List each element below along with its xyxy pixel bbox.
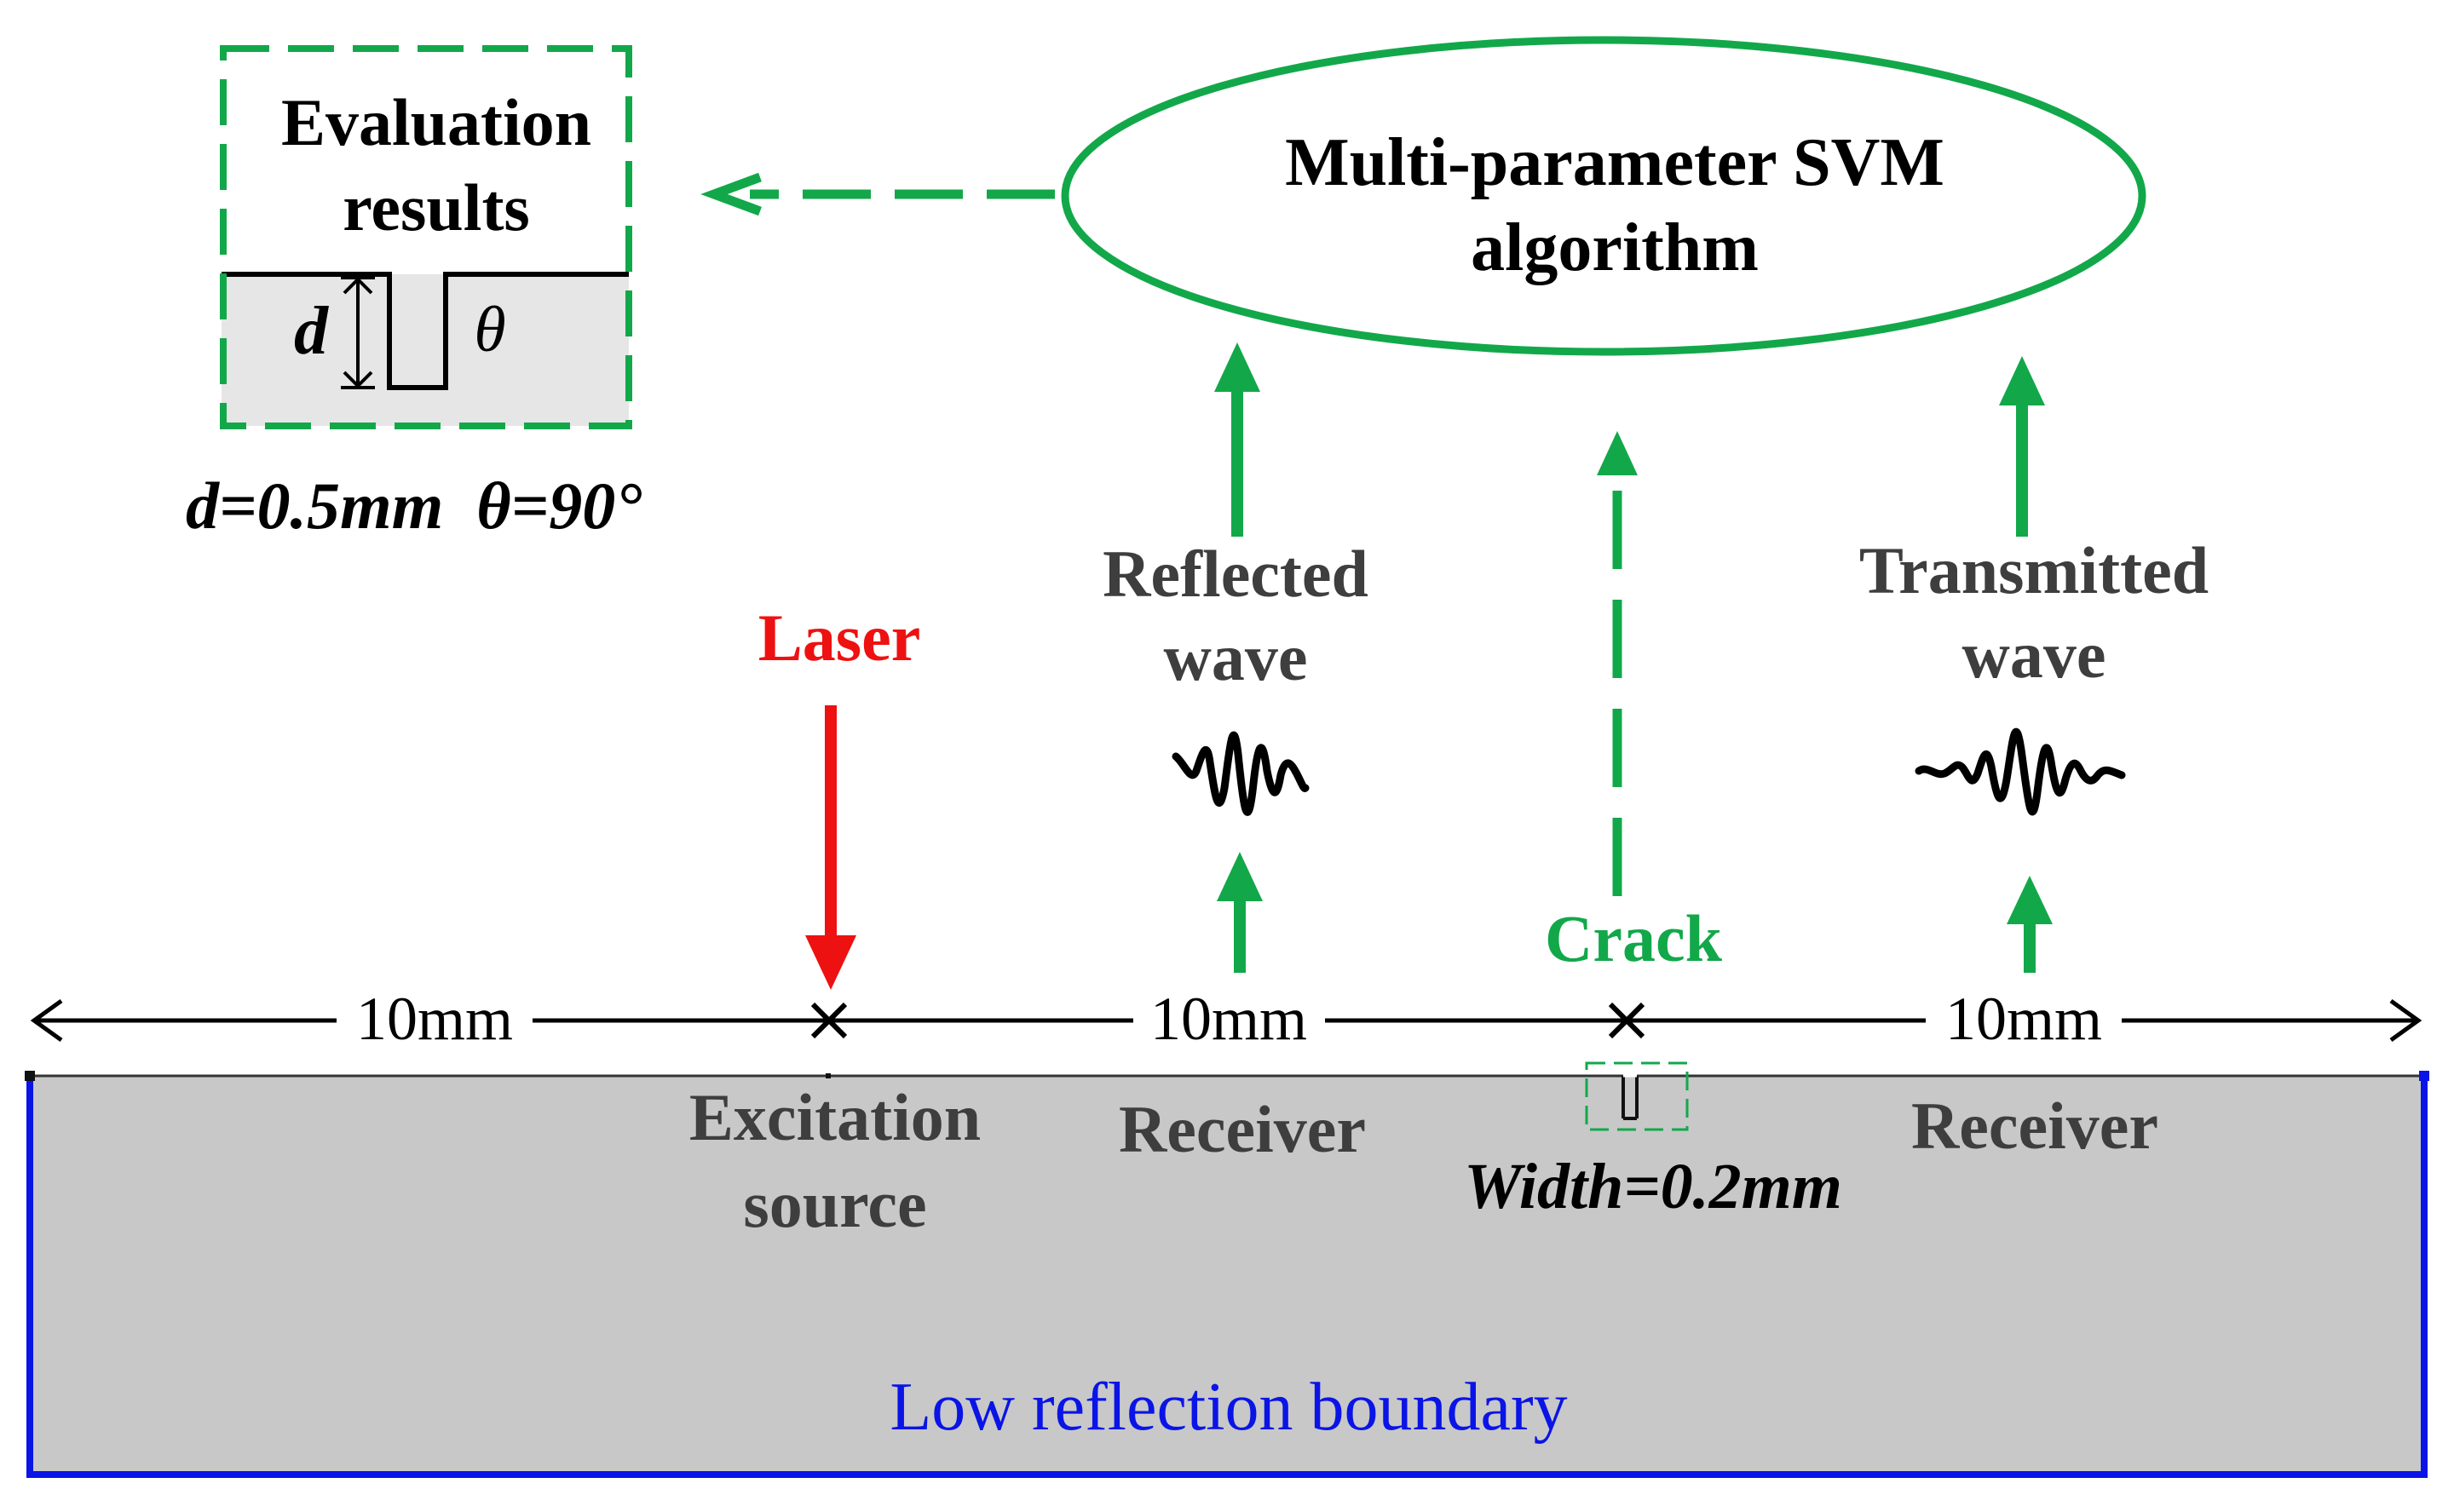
reflected-wave-up-arrow-upper	[1214, 342, 1260, 537]
dimension-arrowhead-right	[2389, 998, 2422, 1043]
crack-cross-mark	[1608, 1002, 1645, 1039]
low-reflection-boundary-label: Low reflection boundary	[890, 1370, 1567, 1445]
low-reflection-boundary-edge	[26, 1076, 2428, 1478]
reflected-wave-label-line1: Reflected	[1103, 537, 1368, 611]
evaluation-inset-fill	[222, 274, 629, 426]
dimension-arrowhead-left	[30, 998, 63, 1043]
transmitted-waveform-icon	[1915, 727, 2126, 816]
evaluation-params-caption: d=0.5mm θ=90°	[186, 469, 642, 543]
reflected-wave-up-arrow-lower	[1217, 852, 1263, 973]
depth-symbol: d	[294, 294, 329, 369]
reflected-wave-label-line2: wave	[1164, 620, 1308, 694]
evaluation-results-title-line1: Evaluation	[281, 85, 591, 159]
svm-algorithm-label-line1: Multi-parameter SVM	[1285, 125, 1944, 200]
evaluation-crack-profile	[222, 272, 629, 390]
receiver-right-label: Receiver	[1911, 1089, 2158, 1163]
crack-dashed-up-arrow	[1597, 431, 1638, 896]
depth-dimension-arrow	[341, 276, 375, 389]
excitation-cross-mark	[810, 1002, 848, 1039]
receiver-left-label: Receiver	[1119, 1092, 1366, 1166]
crack-highlight-box	[1585, 1061, 1689, 1131]
dimension-line	[30, 998, 2422, 1043]
excitation-source-label-line1: Excitation	[689, 1080, 981, 1154]
crack-width-label: Width=0.2mm	[1464, 1151, 1842, 1222]
crack-label: Crack	[1545, 901, 1723, 975]
svm-algorithm-label-line2: algorithm	[1471, 210, 1759, 285]
evaluation-results-box	[220, 45, 632, 429]
transmitted-wave-label-line2: wave	[1962, 618, 2106, 692]
plate-corner-marker-right	[2419, 1071, 2429, 1081]
svm-algorithm-ellipse	[1061, 36, 2146, 356]
results-dashed-arrow	[700, 172, 1055, 216]
excitation-point-marker	[826, 1073, 831, 1078]
excitation-source-label-line2: source	[743, 1167, 926, 1241]
specimen-plate	[30, 1076, 2424, 1475]
transmitted-wave-up-arrow-upper	[1999, 356, 2045, 537]
laser-label: Laser	[758, 601, 921, 675]
reflected-waveform-icon	[1172, 731, 1310, 816]
transmitted-wave-up-arrow-lower	[2007, 876, 2053, 973]
laser-arrow	[805, 705, 856, 990]
evaluation-results-title-line2: results	[343, 170, 530, 244]
crack-notch	[1622, 1074, 1639, 1120]
angle-symbol: θ	[474, 294, 505, 365]
dimension-label-1: 10mm	[356, 985, 513, 1053]
dimension-label-3: 10mm	[1945, 985, 2102, 1053]
dimension-label-2: 10mm	[1150, 985, 1307, 1053]
transmitted-wave-label-line1: Transmitted	[1859, 533, 2209, 607]
plate-corner-marker-left	[25, 1071, 35, 1081]
